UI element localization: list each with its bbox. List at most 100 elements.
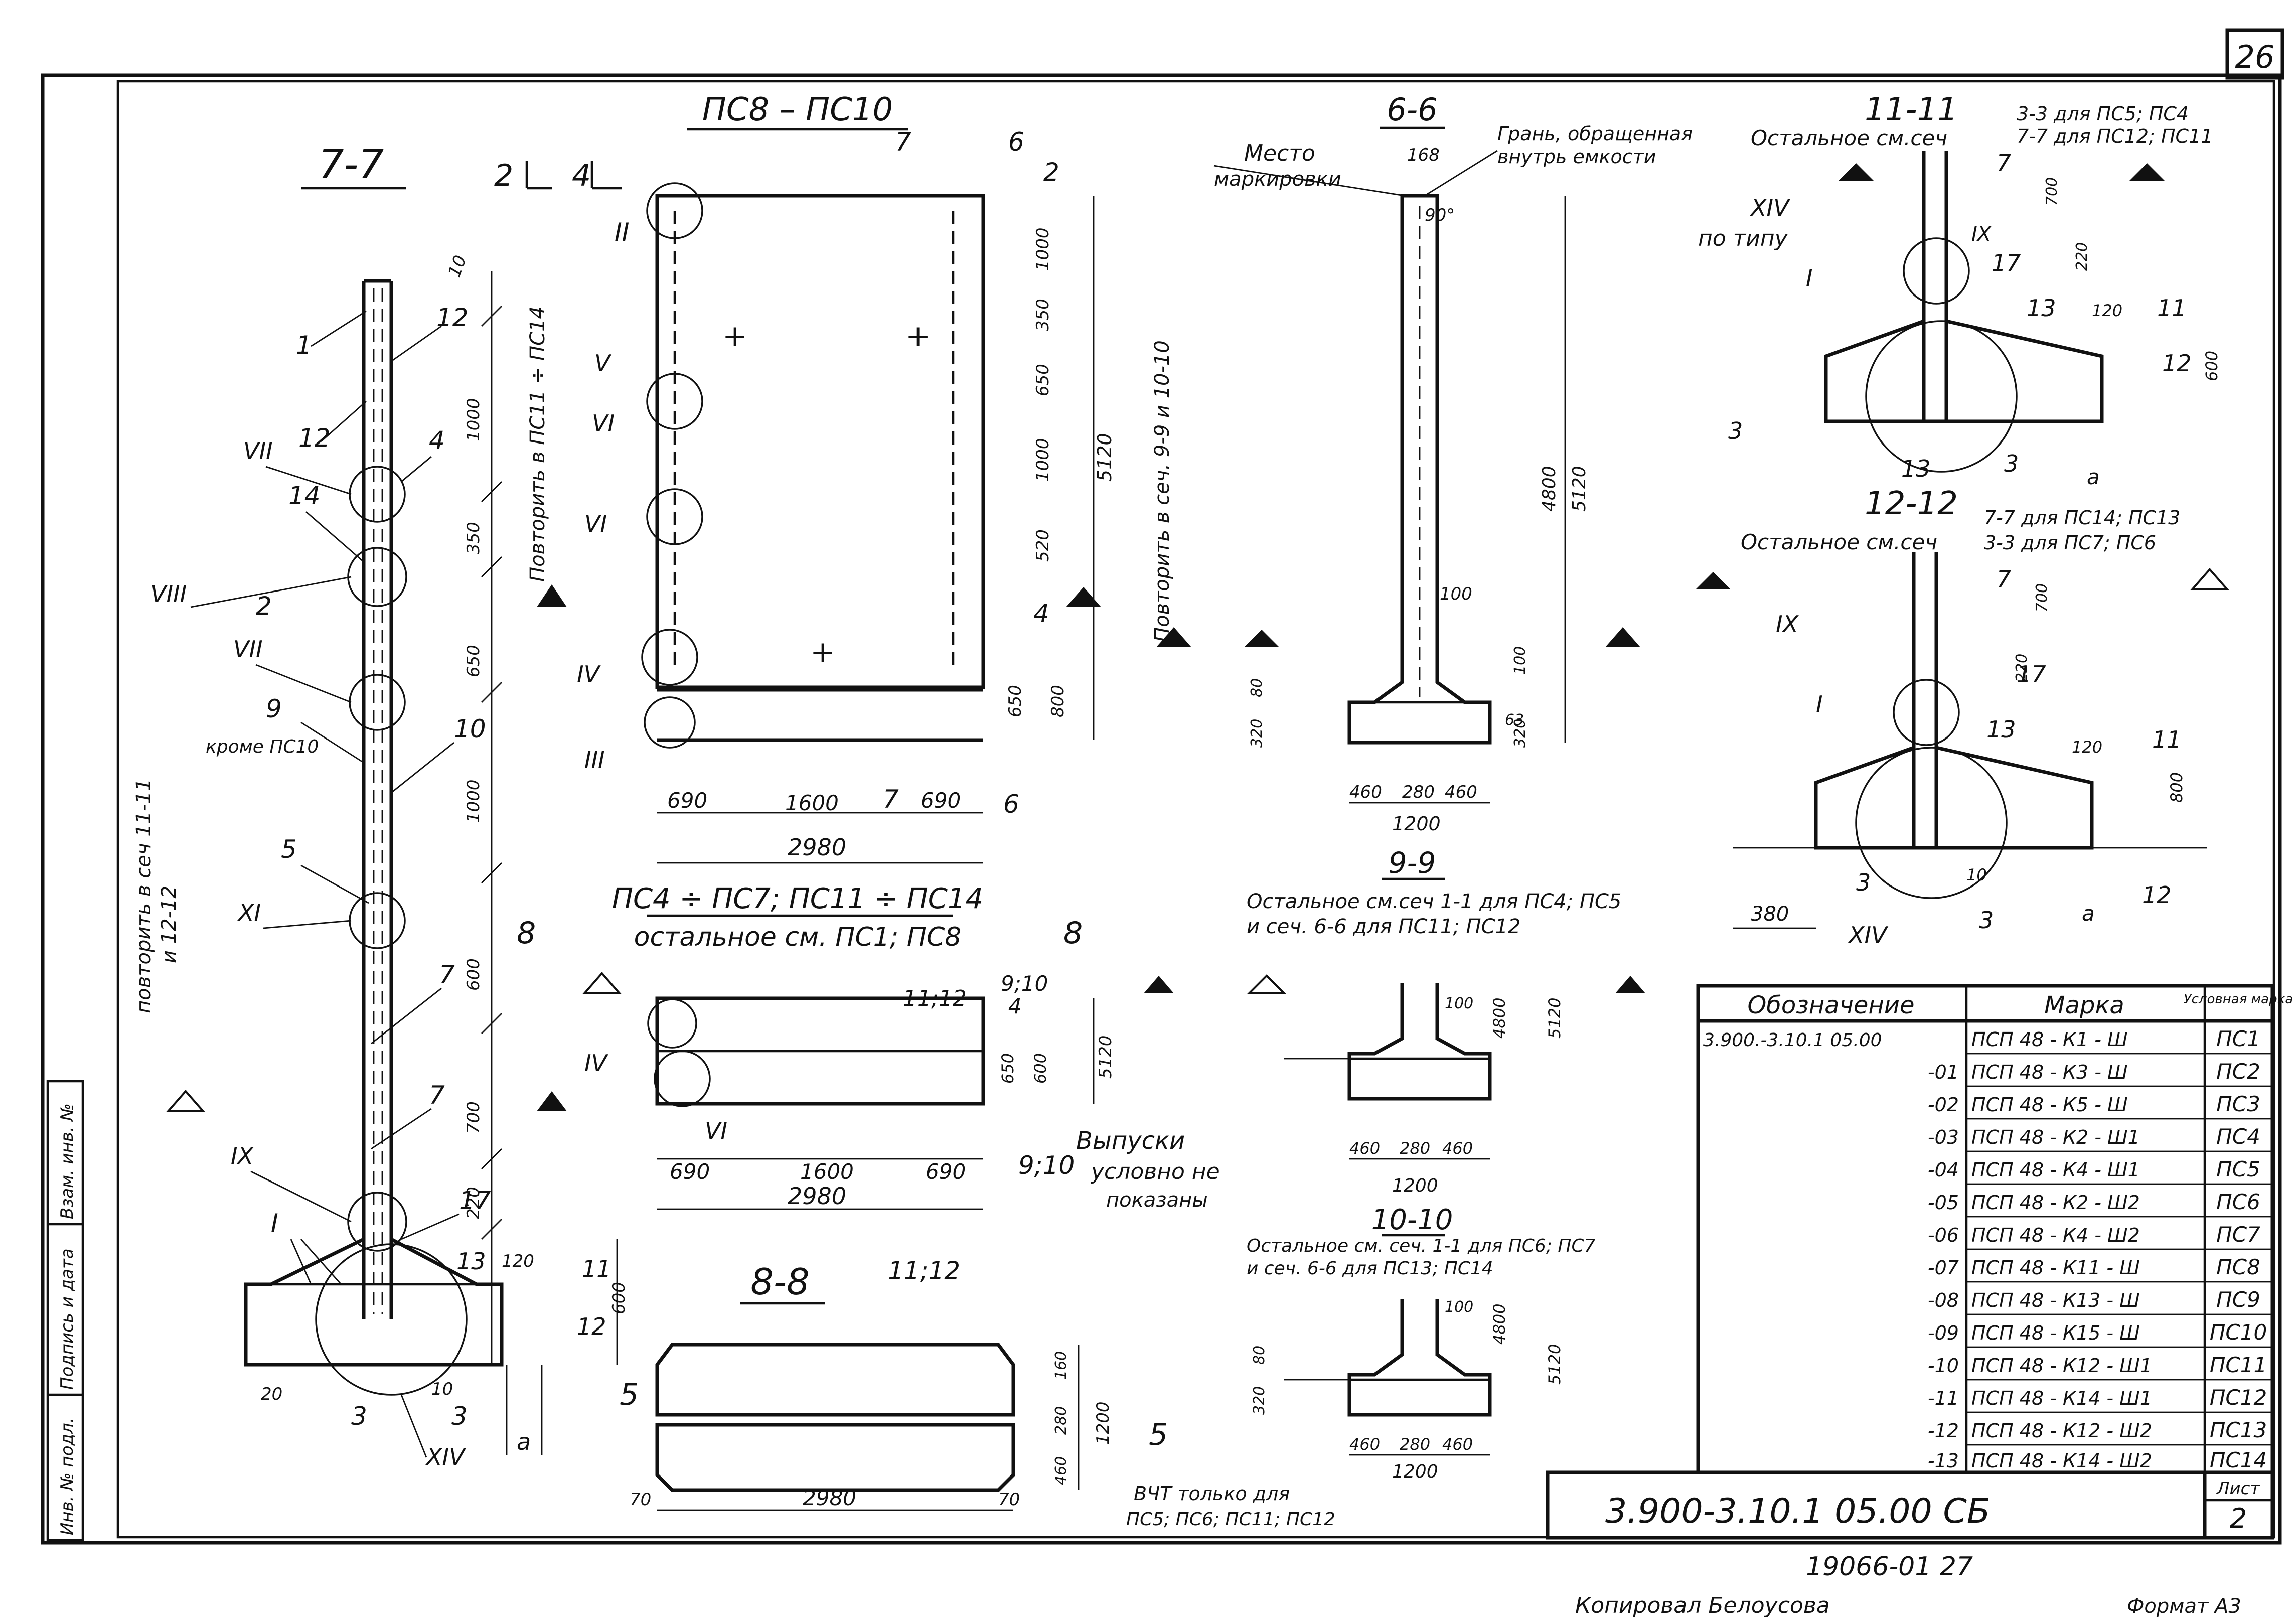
svg-text:-02: -02 [1928, 1094, 1959, 1116]
callout-VII-2: VII [233, 636, 263, 663]
callout-3-11b: 3 [2004, 450, 2019, 477]
section-8-8: 8-8 2980 70 70 160 280 460 1200 5 5 ВЧТ … [620, 1261, 1335, 1530]
section-6-6: 6-6 Место маркировки Грань, обращенная в… [1213, 91, 1693, 835]
callout-15: 17 [459, 1186, 491, 1215]
svg-text:100: 100 [1511, 646, 1529, 675]
svg-text:8: 8 [1063, 916, 1083, 951]
detail-circle-IX [347, 1192, 407, 1252]
svg-text:a: a [517, 1428, 531, 1455]
side-stamp: Инв. № подл. Подпись и дата Взам. инв. № [46, 1080, 84, 1542]
s1212-subtitle: Остальное см.сеч [1741, 530, 1937, 554]
svg-text:220: 220 [2073, 242, 2091, 271]
svg-text:4: 4 [1033, 599, 1049, 628]
svg-text:5120: 5120 [1569, 466, 1590, 512]
svg-text:320: 320 [1251, 1386, 1268, 1415]
svg-text:ПСП 48 - К2 - Ш2: ПСП 48 - К2 - Ш2 [1971, 1192, 2140, 1214]
s1212-note1: 7-7 для ПС14; ПС13 [1984, 507, 2180, 529]
callout-VIII: VIII [150, 580, 187, 608]
svg-text:2: 2 [1043, 158, 1059, 187]
svg-text:ПСП 48 - К5 - Ш: ПСП 48 - К5 - Ш [1971, 1094, 2128, 1116]
stamp-sign-date: Подпись и дата [57, 1248, 77, 1390]
svg-text:1000: 1000 [1033, 227, 1053, 271]
inner-frame [116, 80, 2275, 1539]
svg-text:5120: 5120 [1096, 1035, 1116, 1079]
svg-text:-01: -01 [1928, 1061, 1959, 1083]
svg-text:-10: -10 [1928, 1355, 1959, 1377]
title-block: 3.900-3.10.1 05.00 СБ Лист 2 [1546, 1470, 2274, 1540]
svg-text:4: 4 [572, 158, 591, 193]
callout-11-12: 11 [2152, 726, 2182, 753]
svg-text:-09: -09 [1928, 1322, 1959, 1344]
svg-text:690: 690 [670, 1159, 710, 1184]
detail-circle-IX-11 [1903, 237, 1970, 305]
callout-7-12: 7 [1997, 565, 2011, 593]
detail-circle-XI [349, 892, 406, 949]
svg-text:700: 700 [464, 1101, 484, 1134]
svg-text:80: 80 [1248, 678, 1266, 697]
svg-text:ПС6: ПС6 [2216, 1190, 2260, 1214]
face-2: внутрь емкости [1497, 145, 1656, 168]
table-head-cond: Условная марка [2184, 992, 2293, 1007]
svg-text:1200: 1200 [1093, 1401, 1113, 1445]
page-number-box [2225, 28, 2284, 80]
svg-text:1200: 1200 [1392, 813, 1441, 835]
svg-text:ПС3: ПС3 [2216, 1092, 2260, 1116]
svg-text:120: 120 [2072, 737, 2102, 757]
detail-circle-XIV-12 [1855, 747, 2008, 899]
svg-text:700: 700 [2043, 177, 2061, 206]
svg-text:650: 650 [464, 645, 484, 677]
ps4-subtitle: остальное см. ПС1; ПС8 [634, 922, 962, 952]
s1111-title: 11-11 [1865, 91, 1958, 128]
callout-IV: V [594, 350, 612, 377]
ps4-title: ПС4 ÷ ПС7; ПС11 ÷ ПС14 [612, 882, 983, 915]
svg-text:7: 7 [883, 785, 899, 814]
svg-text:80: 80 [1251, 1346, 1268, 1365]
s99-title: 9-9 [1389, 846, 1436, 880]
svg-text:a: a [2087, 465, 2100, 489]
callout-13-12: 13 [1986, 716, 2016, 743]
callout-IX-12: IX [1776, 611, 1799, 638]
face-1: Грань, обращенная [1497, 123, 1693, 145]
svg-text:120: 120 [502, 1251, 534, 1271]
stamp-inv-orig: Инв. № подл. [57, 1417, 77, 1535]
svg-text:ПС2: ПС2 [2216, 1059, 2260, 1084]
svg-text:5: 5 [620, 1377, 639, 1412]
svg-text:10: 10 [431, 1379, 453, 1399]
s88-title: 8-8 [750, 1261, 810, 1303]
svg-text:9;10: 9;10 [1018, 1151, 1075, 1180]
callout-VII: VII [243, 437, 273, 465]
stamp-inv-repl: Взам. инв. № [57, 1103, 77, 1219]
svg-text:ПСП 48 - К4 - Ш2: ПСП 48 - К4 - Ш2 [1971, 1224, 2140, 1246]
outlets-1: Выпуски [1076, 1127, 1185, 1155]
svg-text:460: 460 [1349, 1139, 1380, 1158]
svg-text:10: 10 [444, 253, 471, 280]
marking-1: Место [1244, 140, 1315, 166]
svg-text:100: 100 [1445, 995, 1473, 1012]
callout-II: III [584, 746, 605, 773]
svg-text:280: 280 [1052, 1406, 1070, 1435]
svg-text:70: 70 [998, 1490, 1020, 1510]
outlets-3: показаны [1106, 1189, 1208, 1212]
s99-note1: Остальное см.сеч 1-1 для ПС4; ПС5 [1247, 890, 1621, 913]
svg-text:4: 4 [1008, 994, 1022, 1018]
spec-table: Обозначение Марка Условная марка 3.900.-… [1696, 984, 2293, 1474]
format-label: Формат А3 [2127, 1595, 2241, 1618]
svg-text:ПСП 48 - К11 - Ш: ПСП 48 - К11 - Ш [1971, 1257, 2140, 1279]
callout-3-11a: 3 [1728, 417, 1743, 445]
svg-text:600: 600 [464, 958, 484, 991]
callout-13: 13 [456, 1248, 486, 1275]
svg-text:ПС13: ПС13 [2210, 1418, 2267, 1442]
svg-text:350: 350 [464, 522, 484, 554]
svg-text:460: 460 [1349, 782, 1382, 802]
svg-text:650: 650 [1033, 364, 1053, 396]
svg-text:460: 460 [1349, 1435, 1380, 1454]
svg-text:2980: 2980 [803, 1486, 856, 1510]
detail-circle-VII-a [349, 466, 406, 523]
svg-text:70: 70 [630, 1490, 651, 1510]
callout-5: 5 [281, 835, 297, 864]
svg-text:2: 2 [494, 158, 513, 193]
svg-text:1600: 1600 [785, 791, 839, 815]
svg-text:-13: -13 [1928, 1450, 1959, 1472]
